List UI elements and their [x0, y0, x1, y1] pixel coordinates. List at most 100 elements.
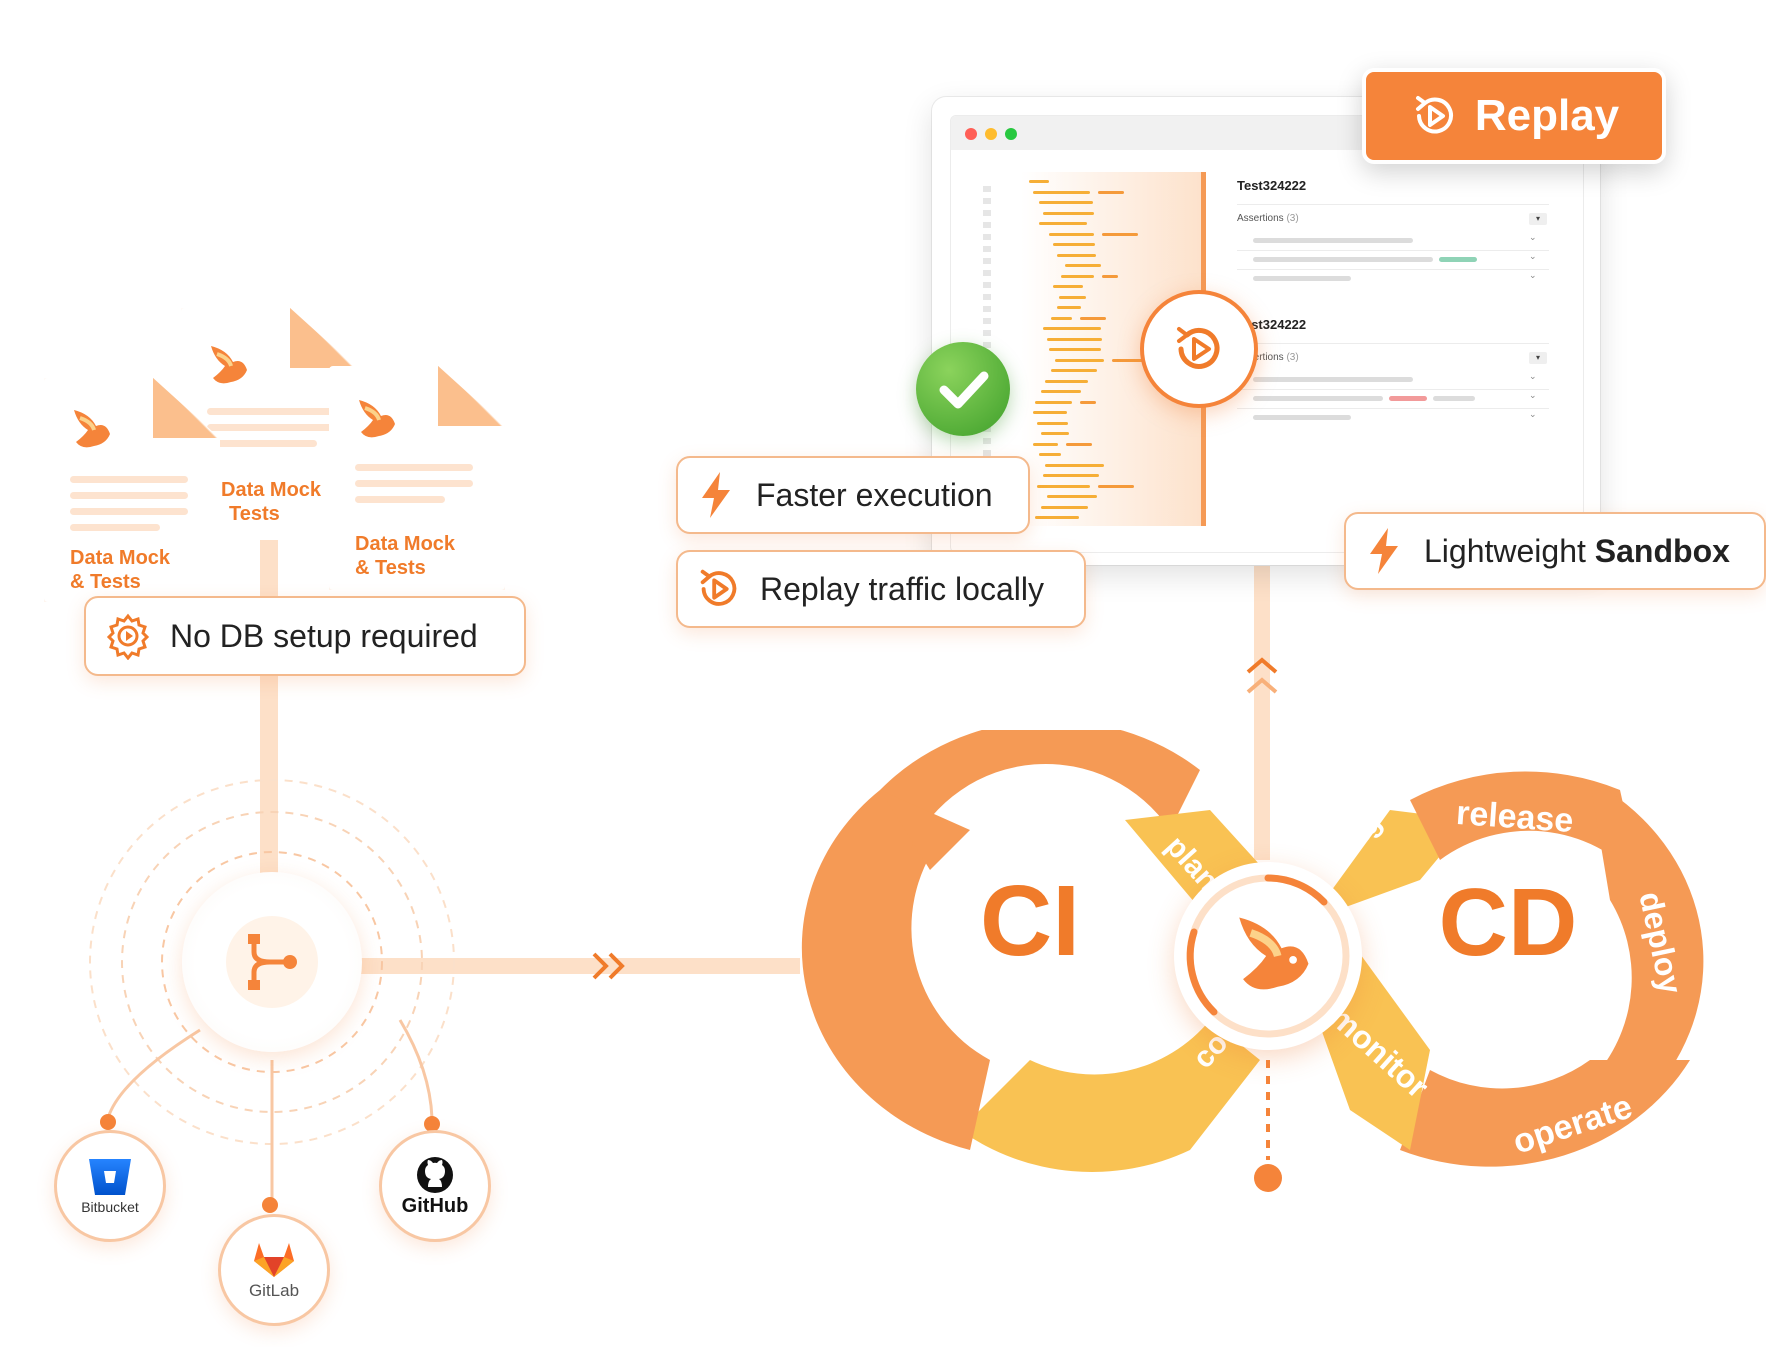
- assertions-label-1: Assertions (3): [1237, 213, 1299, 224]
- code-line: [1112, 358, 1148, 362]
- assertions-label-2: Assertions (3): [1237, 352, 1299, 363]
- replay-traffic-pill: Replay traffic locally: [676, 550, 1086, 628]
- code-line: [1035, 516, 1079, 519]
- code-line: [1041, 432, 1069, 435]
- stage-release: release: [1455, 794, 1575, 840]
- stage-code: code: [1008, 797, 1090, 840]
- code-line: [1041, 505, 1088, 509]
- code-line: [1066, 442, 1092, 446]
- code-line: [1039, 222, 1087, 225]
- code-line: [1057, 253, 1096, 257]
- gear-play-icon: [106, 613, 150, 660]
- code-line: [1045, 463, 1104, 467]
- gitlab-badge[interactable]: GitLab: [218, 1214, 330, 1326]
- code-line: [1102, 274, 1118, 278]
- dotted-endpoint: [1254, 1164, 1282, 1192]
- document-card-1: Data Mock & Tests: [44, 378, 220, 602]
- replay-button-label: Replay: [1474, 91, 1620, 140]
- code-line: [1080, 316, 1106, 320]
- success-check-icon: [916, 342, 1010, 436]
- cd-label: CD: [1439, 869, 1578, 976]
- code-line: [1039, 453, 1061, 456]
- code-line: [1043, 474, 1099, 477]
- code-line: [1055, 358, 1104, 362]
- code-line: [1065, 264, 1101, 267]
- test-title-1: Test324222: [1237, 178, 1307, 193]
- rabbit-logo-icon: [1239, 917, 1309, 990]
- rabbit-logo-icon: [211, 346, 247, 384]
- center-logo-badge[interactable]: [1174, 862, 1362, 1050]
- code-line: [1047, 495, 1097, 498]
- code-line: [1098, 484, 1134, 488]
- code-line: [1041, 390, 1081, 393]
- stage-build: build: [935, 916, 984, 1002]
- devops-infinity-loop: code build continuous plan testing relea…: [801, 730, 1704, 1172]
- maximize-dot-icon: [1005, 128, 1017, 140]
- document-label: Data Mock Tests: [221, 479, 322, 525]
- code-line: [1057, 306, 1081, 309]
- replay-traffic-text: Replay traffic locally: [760, 570, 1044, 607]
- code-line: [1080, 400, 1096, 404]
- code-line: [1037, 484, 1090, 488]
- replay-icon: [700, 569, 737, 606]
- code-line: [1033, 442, 1058, 446]
- code-line: [1049, 232, 1094, 236]
- rabbit-logo-icon: [359, 400, 395, 438]
- lightning-icon: [702, 472, 730, 518]
- assertions-dropdown-1[interactable]: ▾: [1529, 213, 1547, 225]
- lightning-icon: [1370, 528, 1398, 574]
- bitbucket-badge[interactable]: Bitbucket: [54, 1130, 166, 1242]
- replay-circle-badge[interactable]: [1140, 290, 1258, 408]
- code-line: [1043, 327, 1101, 330]
- code-line: [1047, 337, 1102, 341]
- document-label: Data Mock & Tests: [70, 547, 171, 593]
- code-line: [1053, 285, 1083, 288]
- browser-window: Test324222 Assertions (3) ▾ ⌄ ⌄ ⌄ Test32…: [932, 97, 1600, 565]
- code-line: [1029, 180, 1049, 183]
- code-line: [1098, 190, 1124, 194]
- code-line: [1033, 411, 1067, 414]
- gitlab-label: GitLab: [248, 1281, 300, 1300]
- gitlab-icon: [254, 1243, 294, 1277]
- code-line: [1051, 316, 1072, 320]
- document-label: Data Mock & Tests: [355, 533, 456, 579]
- code-line: [1061, 274, 1094, 278]
- github-badge[interactable]: GitHub: [379, 1130, 491, 1242]
- code-line: [1059, 295, 1086, 299]
- arrow-right-1: [592, 952, 609, 980]
- replay-icon: [1177, 327, 1220, 369]
- merge-hub: [182, 872, 362, 1052]
- line-gutter: [983, 186, 991, 486]
- code-line: [1053, 243, 1095, 246]
- code-line: [1051, 369, 1097, 372]
- code-line: [1102, 232, 1138, 236]
- replay-button[interactable]: Replay: [1362, 68, 1666, 164]
- code-line: [1039, 201, 1093, 204]
- github-icon: [417, 1156, 453, 1193]
- rabbit-logo-icon: [74, 410, 110, 448]
- code-line: [1035, 400, 1072, 404]
- bitbucket-icon: [89, 1159, 131, 1195]
- document-card-3: Data Mock & Tests: [329, 366, 505, 590]
- lightweight-sandbox-text: Lightweight Sandbox: [1424, 532, 1730, 569]
- faster-execution-pill: Faster execution: [676, 456, 1030, 534]
- bitbucket-label: Bitbucket: [81, 1199, 139, 1215]
- code-line: [1033, 190, 1090, 194]
- code-line: [1037, 421, 1068, 425]
- code-line: [1045, 379, 1088, 383]
- minimize-dot-icon: [985, 128, 997, 140]
- docs-to-hub-line: [260, 540, 278, 880]
- hub-to-ci-line: [360, 958, 800, 974]
- ci-loop: [801, 730, 1310, 1172]
- no-db-setup-pill: No DB setup required: [84, 596, 526, 676]
- faster-execution-text: Faster execution: [756, 476, 993, 513]
- code-line: [1043, 211, 1094, 215]
- loop-to-browser-line: [1254, 560, 1270, 860]
- arrow-up-1: [1246, 657, 1278, 674]
- no-db-setup-text: No DB setup required: [170, 617, 478, 654]
- ci-label: CI: [980, 865, 1080, 977]
- assertions-dropdown-2[interactable]: ▾: [1529, 352, 1547, 364]
- lightweight-sandbox-pill: Lightweight Sandbox: [1344, 512, 1766, 590]
- arrow-up-2: [1246, 677, 1278, 694]
